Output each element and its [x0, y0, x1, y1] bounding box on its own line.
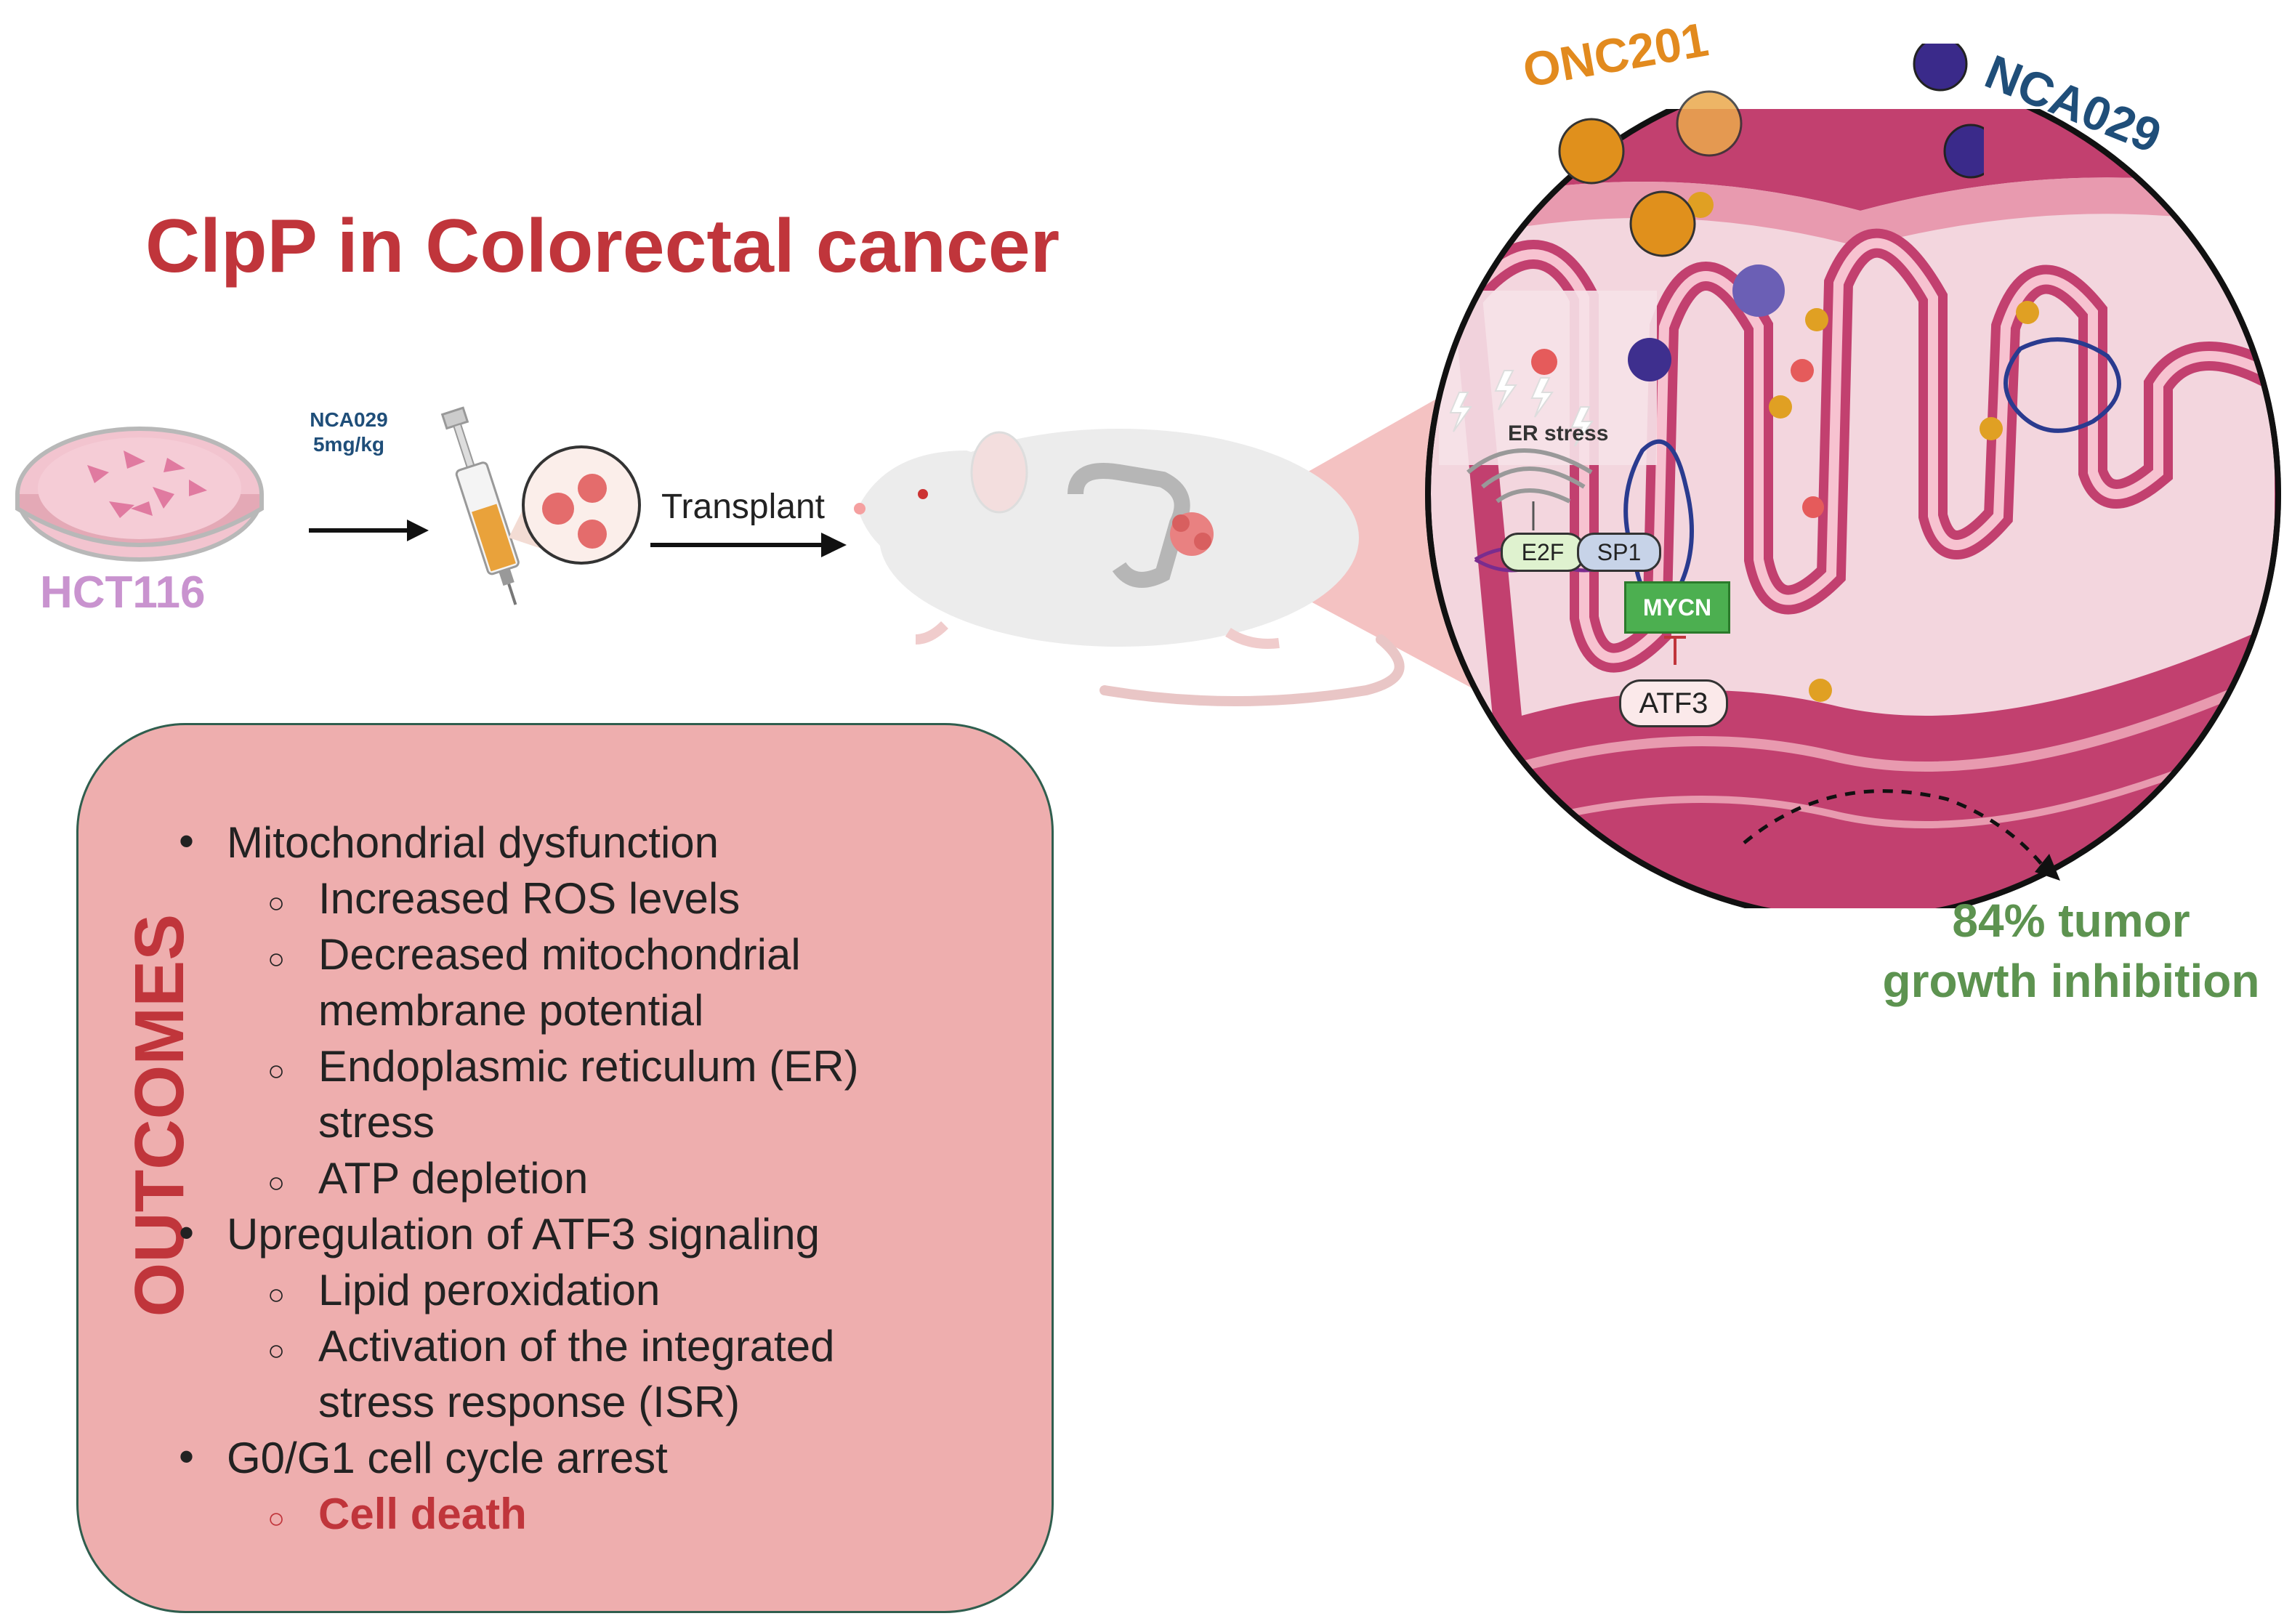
- cell-line-label: HCT116: [40, 567, 206, 618]
- outcome-item: Decreased mitochondrial: [267, 929, 801, 985]
- page-title: ClpP in Colorectal cancer: [145, 204, 1060, 288]
- result-line-1: 84% tumor: [1952, 894, 2190, 947]
- outcome-item: Activation of the integrated: [267, 1321, 834, 1376]
- factor-sp1-badge: SP1: [1577, 533, 1661, 572]
- outcome-item: G0/G1 cell cycle arrest: [179, 1431, 668, 1484]
- inhibitor-badge: ATF3: [1619, 679, 1728, 727]
- mouse-icon: [854, 429, 1405, 706]
- outcome-item-continuation: stress: [318, 1098, 435, 1147]
- outcome-item-continuation: stress response (ISR): [318, 1378, 741, 1426]
- transplant-label: Transplant: [661, 488, 825, 526]
- syringe-icon: [440, 406, 520, 605]
- dashed-arrow-icon: [1743, 789, 2060, 881]
- drug-molecules: [1558, 44, 1984, 257]
- outcome-item: Increased ROS levels: [267, 873, 740, 929]
- gene-box: MYCN: [1624, 581, 1730, 634]
- outcome-item-continuation: membrane potential: [318, 986, 704, 1035]
- dose-label: 5mg/kg: [312, 433, 385, 456]
- drug-label: NCA029: [310, 408, 388, 431]
- er-stress-label: ER stress: [1508, 421, 1609, 445]
- outcome-item: Upregulation of ATF3 signaling: [179, 1208, 820, 1260]
- arrow-icon: [650, 533, 847, 557]
- outcome-item: Lipid peroxidation: [267, 1265, 660, 1320]
- inhibition-arrow: [1674, 636, 1676, 665]
- outcomes-heading: OUTCOMES: [121, 913, 198, 1317]
- tumor-cells-icon: [509, 445, 641, 565]
- inhibition-bar: [1664, 636, 1686, 639]
- outcome-item: ATP depletion: [267, 1153, 588, 1208]
- er-membrane-icon: [1466, 448, 1593, 504]
- outcome-item-cell-death: Cell death: [267, 1489, 527, 1544]
- factor-e2f-badge: E2F: [1501, 533, 1585, 572]
- result-line-2: growth inhibition: [1882, 955, 2260, 1007]
- outcome-item: Endoplasmic reticulum (ER): [267, 1041, 859, 1096]
- arrow-icon: [309, 520, 429, 541]
- outcome-item: Mitochondrial dysfunction: [179, 816, 719, 868]
- lightning-icon: [1449, 370, 1594, 447]
- petri-dish-icon: [15, 427, 264, 562]
